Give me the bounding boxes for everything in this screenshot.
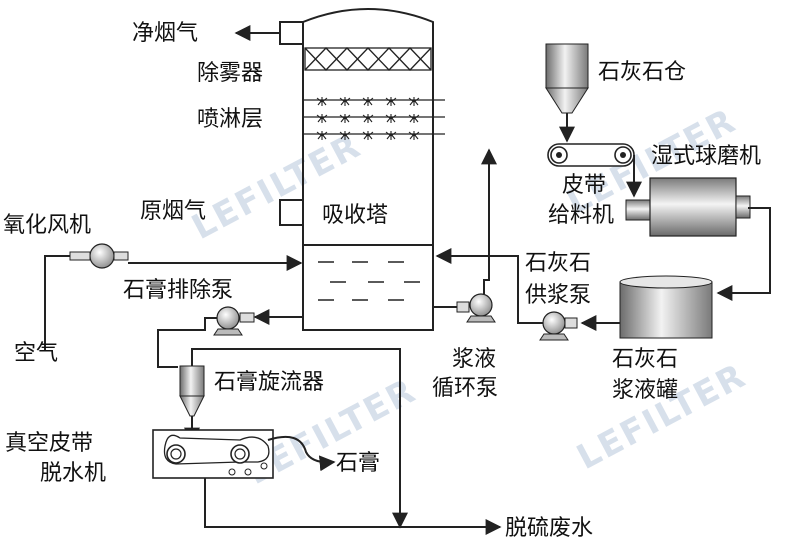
mist-eliminator — [304, 47, 432, 71]
spray-nozzle — [316, 97, 328, 106]
label-desulfurization-wastewater: 脱硫废水 — [505, 516, 593, 541]
limestone-supply-pump — [435, 248, 578, 341]
label-supply-pump-line1: 石灰石 — [525, 251, 591, 276]
spray-nozzle — [362, 131, 374, 140]
oxidation-fan — [44, 243, 303, 350]
gypsum-cyclone — [179, 348, 408, 529]
label-spray-layer: 喷淋层 — [197, 107, 263, 132]
label-oxidation-fan: 氧化风机 — [3, 213, 91, 238]
svg-text:LEFILTER: LEFILTER — [185, 126, 367, 248]
limestone-slurry-tank — [580, 275, 713, 339]
spray-nozzle — [339, 131, 351, 140]
spray-nozzle — [362, 97, 374, 106]
spray-nozzle — [339, 97, 351, 106]
label-absorber: 吸收塔 — [322, 203, 388, 228]
spray-nozzle — [339, 114, 351, 123]
label-raw-flue-gas: 原烟气 — [140, 199, 206, 224]
label-belt-feeder-line2: 给料机 — [548, 203, 614, 228]
label-vacuum-belt-line2: 脱水机 — [40, 461, 106, 486]
slurry-level — [318, 261, 420, 301]
slurry-circulation-pump — [433, 148, 497, 323]
label-slurry-tank-line1: 石灰石 — [612, 347, 678, 372]
spray-layer — [303, 97, 445, 140]
limestone-silo — [545, 43, 589, 143]
label-wet-ball-mill: 湿式球磨机 — [651, 144, 761, 169]
svg-text:LEFILTER: LEFILTER — [570, 356, 752, 478]
belt-feeder — [547, 143, 642, 198]
spray-nozzle — [385, 97, 397, 106]
label-slurry-pump-line1: 浆液 — [452, 347, 496, 372]
label-vacuum-belt-line1: 真空皮带 — [5, 431, 93, 456]
label-supply-pump-line2: 供浆泵 — [525, 283, 591, 308]
spray-nozzle — [385, 114, 397, 123]
spray-nozzle — [362, 114, 374, 123]
label-slurry-tank-line2: 浆液罐 — [612, 378, 678, 403]
gypsum-discharge-pump — [157, 306, 303, 368]
label-mist-eliminator: 除雾器 — [197, 61, 263, 86]
label-clean-flue-gas: 净烟气 — [132, 21, 198, 46]
spray-nozzle — [408, 114, 420, 123]
label-gypsum-cyclone: 石膏旋流器 — [214, 370, 324, 395]
label-slurry-pump-line2: 循环泵 — [432, 376, 498, 401]
spray-nozzle — [385, 131, 397, 140]
spray-nozzle — [316, 131, 328, 140]
spray-nozzle — [408, 97, 420, 106]
label-limestone-silo: 石灰石仓 — [598, 60, 686, 85]
label-gypsum: 石膏 — [336, 451, 380, 476]
label-air: 空气 — [14, 341, 58, 366]
vacuum-belt-dewatering-machine — [152, 429, 502, 535]
spray-nozzle — [408, 131, 420, 140]
label-gypsum-discharge-pump: 石膏排除泵 — [123, 278, 233, 303]
wet-ball-mill — [625, 177, 771, 301]
spray-nozzle — [316, 114, 328, 123]
label-belt-feeder-line1: 皮带 — [562, 173, 606, 198]
